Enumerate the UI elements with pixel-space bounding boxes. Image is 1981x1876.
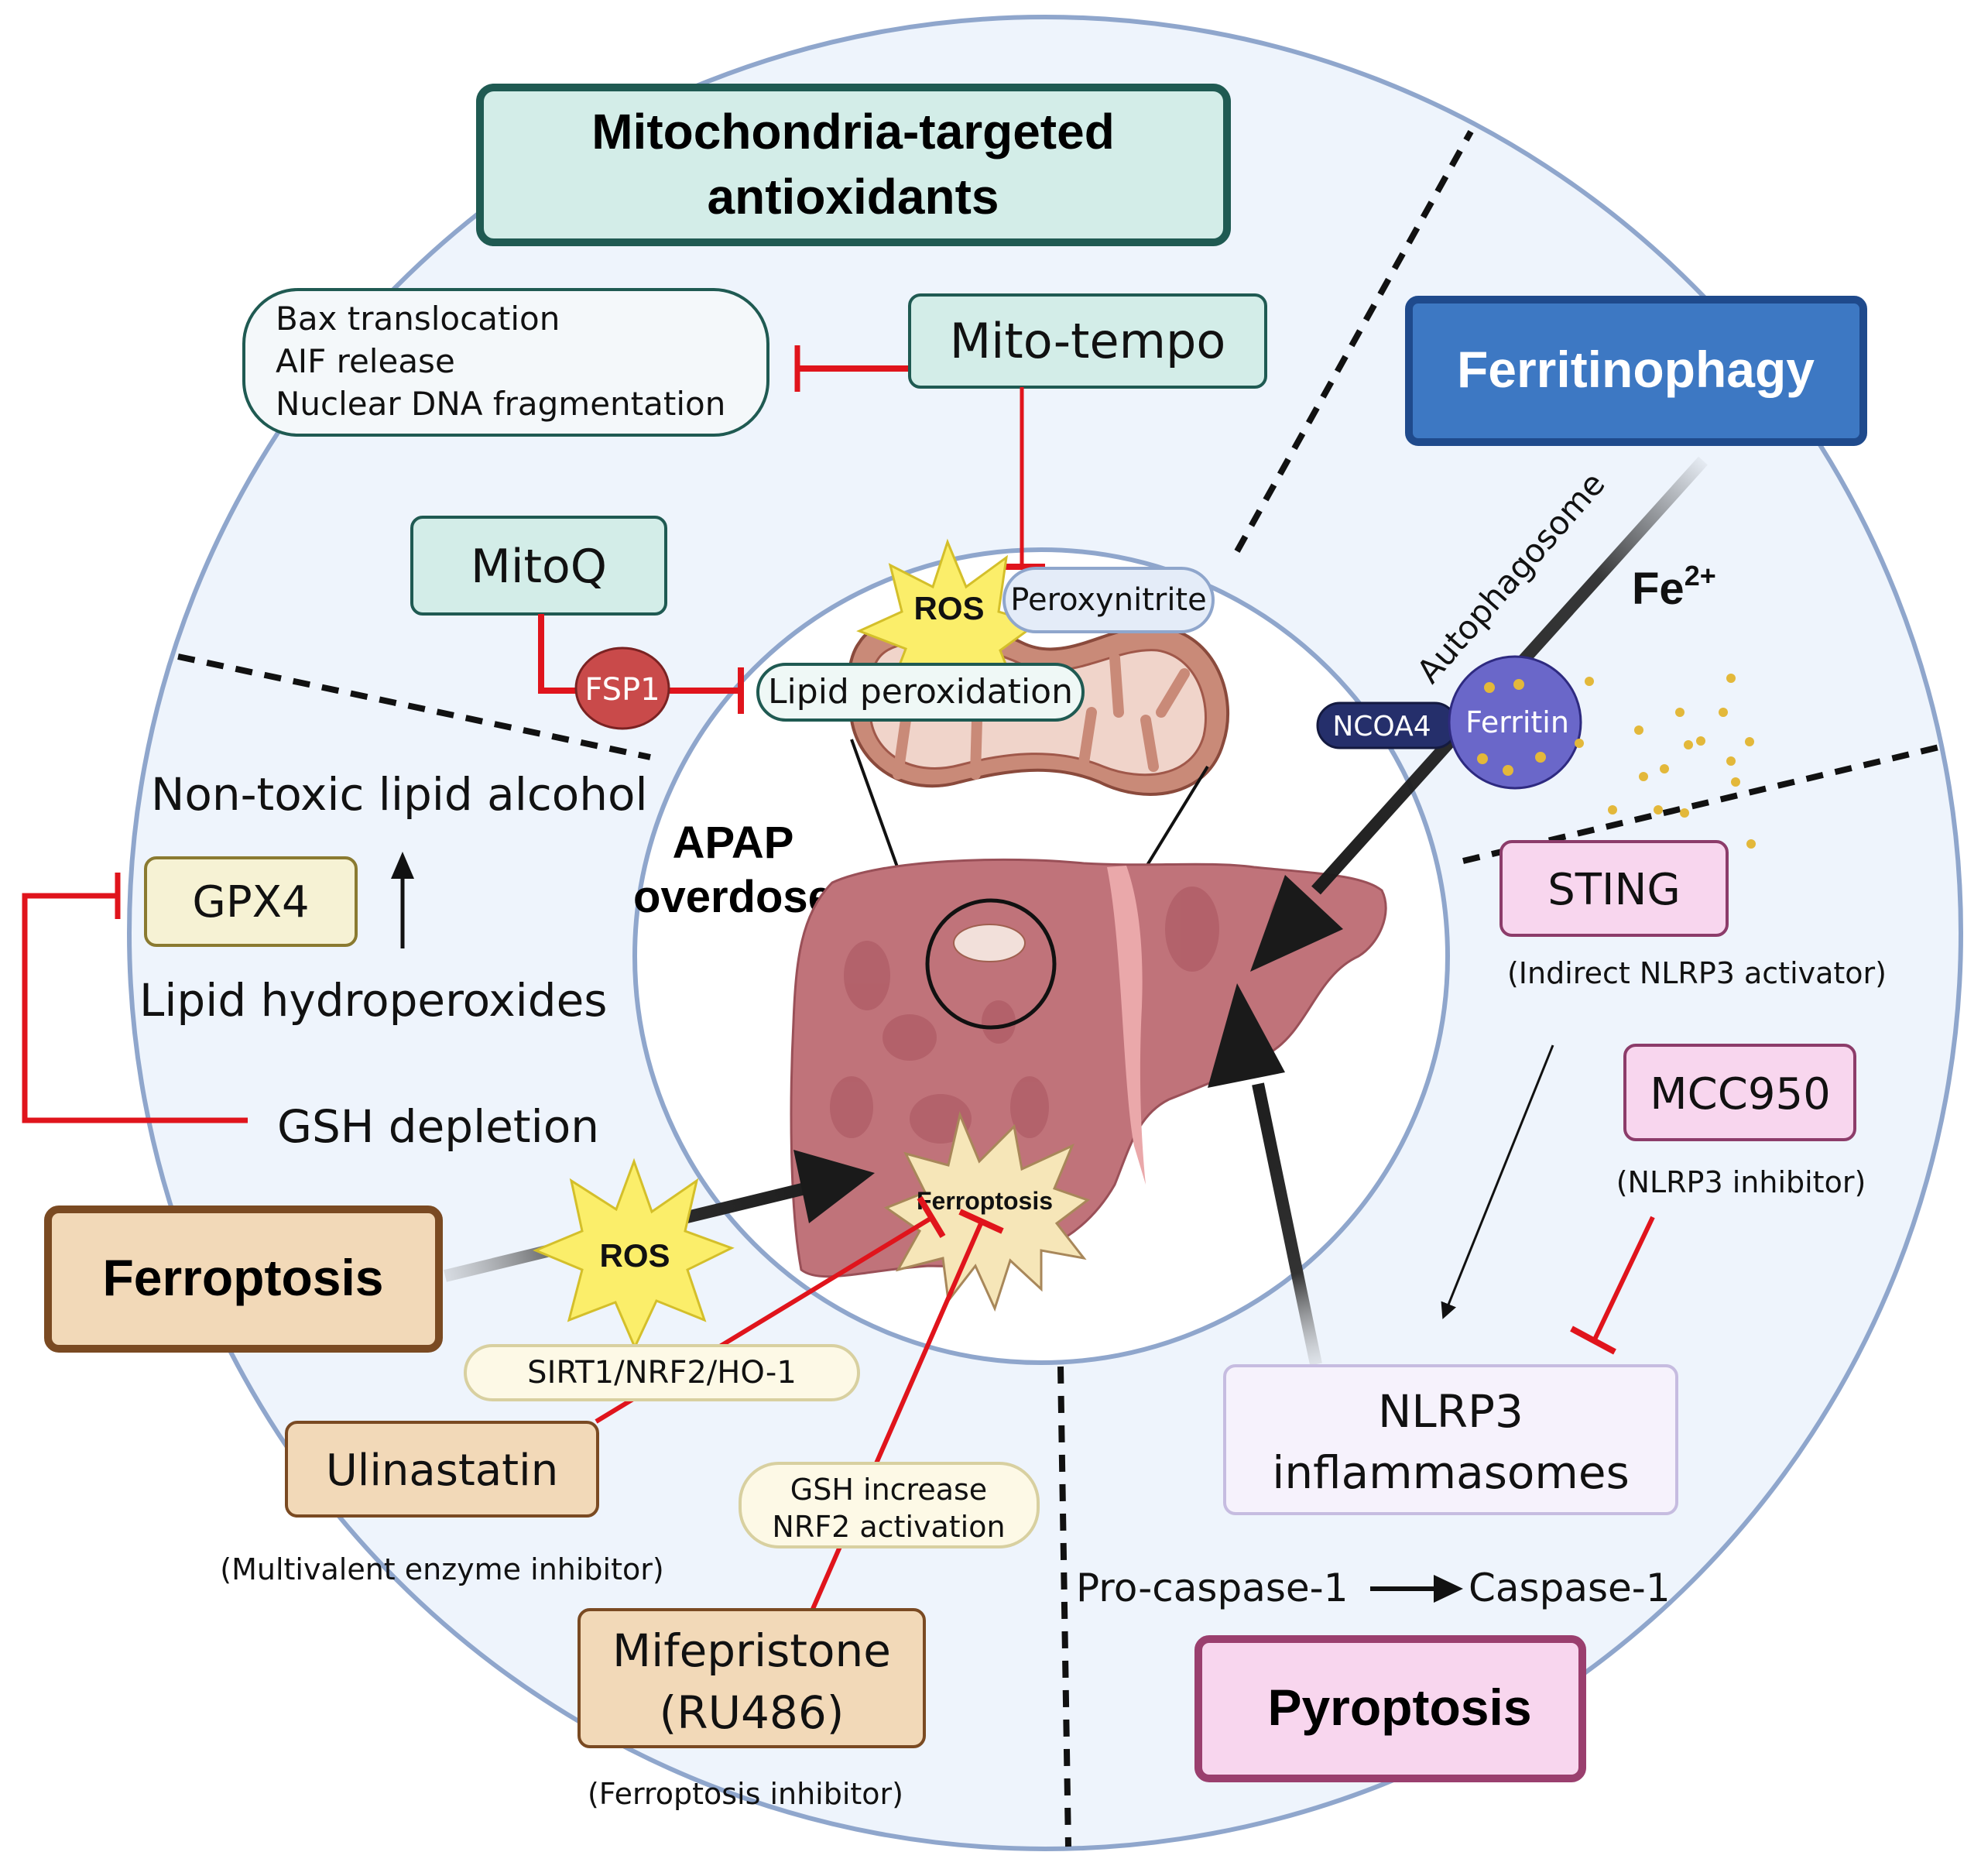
ferritin-label: Ferritin [1465, 705, 1569, 739]
effect-aif: AIF release [276, 342, 455, 380]
iron-ion-label: Fe2+ [1632, 560, 1716, 614]
fsp1-node: FSP1 [574, 646, 670, 730]
magnify-circle [925, 898, 1057, 1030]
effect-dna: Nuclear DNA fragmentation [276, 385, 725, 423]
peroxynitrite-label: Peroxynitrite [1010, 582, 1206, 618]
nlrp3-line1: NLRP3 [1378, 1385, 1523, 1438]
apap-label-line2: overdose [633, 872, 833, 922]
mifepristone-box: Mifepristone (RU486) [578, 1608, 926, 1748]
ferroptosis-burst: Ferroptosis [883, 1111, 1091, 1312]
inhibit-mitotempo-effects [794, 345, 908, 392]
sirt1-pathway-label: SIRT1/NRF2/HO-1 [527, 1355, 797, 1391]
sting-box: STING [1499, 840, 1729, 937]
ferritinophagy-box: Ferritinophagy [1405, 296, 1867, 446]
ros-top-label: ROS [913, 590, 984, 626]
ferroptosis-burst-label: Ferroptosis [917, 1187, 1053, 1215]
divider-bottom [1057, 1366, 1071, 1847]
mcc950-box: MCC950 [1623, 1044, 1856, 1141]
mifepristone-line1: Mifepristone [612, 1624, 891, 1677]
nlrp3-to-liver-arrow [1208, 983, 1322, 1366]
title-box: Mitochondria-targeted antioxidants [476, 84, 1231, 246]
mito-tempo-label: Mito-tempo [950, 313, 1226, 369]
pyroptosis-label: Pyroptosis [1267, 1679, 1531, 1736]
divider-right [1462, 744, 1940, 864]
iron-charge: 2+ [1685, 560, 1716, 592]
fsp1-label: FSP1 [584, 672, 660, 708]
mitoq-label: MitoQ [471, 540, 607, 594]
nlrp3-box: NLRP3 inflammasomes [1223, 1364, 1678, 1515]
mitoq-box: MitoQ [410, 516, 667, 616]
mcc950-label: MCC950 [1650, 1069, 1830, 1120]
nrf2-activation-label: NRF2 activation [772, 1510, 1005, 1544]
mitoq-fsp1-connector [538, 614, 744, 714]
mcc950-note: (NLRP3 inhibitor) [1616, 1165, 1866, 1199]
ulinastatin-note: (Multivalent enzyme inhibitor) [220, 1552, 663, 1586]
gpx4-box: GPX4 [144, 856, 358, 947]
sting-label: STING [1547, 865, 1681, 915]
peroxynitrite-pill: Peroxynitrite [1002, 567, 1215, 633]
caspase-label: Caspase-1 [1469, 1566, 1671, 1610]
ulinastatin-label: Ulinastatin [326, 1446, 558, 1496]
lipid-hydroperoxides-label: Lipid hydroperoxides [139, 974, 608, 1027]
sector-dividers [177, 130, 1940, 1847]
ncoa4-pill: NCOA4 [1316, 701, 1458, 749]
mito-tempo-box: Mito-tempo [908, 293, 1267, 389]
non-toxic-label: Non-toxic lipid alcohol [151, 768, 648, 821]
lipid-peroxidation-label: Lipid peroxidation [768, 672, 1073, 712]
title-line2: antioxidants [708, 169, 999, 225]
gsh-increase-label: GSH increase [790, 1473, 987, 1507]
inhibit-mcc950-nlrp3 [1570, 1216, 1655, 1355]
apap-label-line1: APAP [673, 818, 794, 868]
gpx4-label: GPX4 [192, 877, 309, 928]
ncoa4-label: NCOA4 [1332, 711, 1431, 743]
ferroptosis-title-label: Ferroptosis [102, 1249, 383, 1306]
mifepristone-line2: (RU486) [660, 1686, 845, 1739]
sirt1-pathway-pill: SIRT1/NRF2/HO-1 [464, 1344, 860, 1401]
iron-base: Fe [1632, 564, 1685, 614]
pyroptosis-box: Pyroptosis [1194, 1635, 1586, 1782]
nlrp3-line2: inflammasomes [1272, 1446, 1630, 1499]
title-line1: Mitochondria-targeted [591, 104, 1115, 159]
lipid-peroxidation-pill: Lipid peroxidation [756, 663, 1085, 722]
gsh-depletion-label: GSH depletion [277, 1100, 599, 1153]
ferritinophagy-label: Ferritinophagy [1457, 341, 1815, 398]
inhibit-gsh-gpx4 [22, 873, 248, 1123]
ferritin-node: Ferritin [1448, 655, 1582, 790]
mifepristone-note: (Ferroptosis inhibitor) [588, 1777, 903, 1811]
pro-caspase-label: Pro-caspase-1 [1076, 1566, 1349, 1610]
effect-bax: Bax translocation [276, 300, 560, 338]
gsh-nrf2-pill: GSH increase NRF2 activation [739, 1462, 1040, 1548]
ros-bottom-label: ROS [599, 1237, 670, 1274]
sting-note: (Indirect NLRP3 activator) [1507, 956, 1887, 990]
sting-activation-arrow [1441, 1044, 1554, 1319]
ferroptosis-box: Ferroptosis [44, 1206, 443, 1353]
svg-text:Fe2+: Fe2+ [1632, 560, 1716, 614]
apoptosis-effects-box: Bax translocation AIF release Nuclear DN… [242, 288, 769, 437]
caspase-conversion: Pro-caspase-1 Caspase-1 [1076, 1566, 1671, 1610]
divider-top-right [1234, 130, 1474, 553]
conversion-arrow-up [391, 852, 414, 948]
ulinastatin-box: Ulinastatin [285, 1421, 599, 1518]
divider-left [177, 653, 651, 760]
